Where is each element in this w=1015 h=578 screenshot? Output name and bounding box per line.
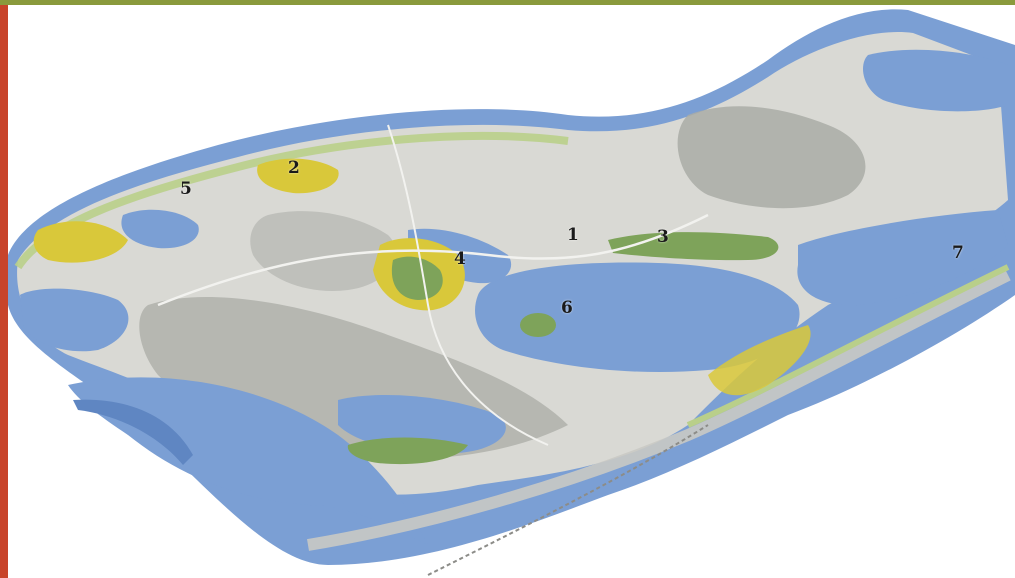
vegetation-zone-east-shore [708,325,811,396]
lake-west [20,288,129,352]
map-marker-7: 7 [952,243,964,263]
urban-area-center [250,211,396,291]
dike-south-green [686,264,1010,428]
map-marker-2: 2 [288,158,300,178]
aerial-illustrated-map: 1 2 3 4 5 6 7 [8,5,1015,578]
vegetation-zone-2 [257,158,339,194]
vegetation-zone-south-shore [347,437,468,465]
map-illustration [8,9,1015,576]
railway [427,424,709,576]
vegetation-zone-4-green [391,256,443,300]
lake-6-island [520,313,556,337]
left-accent-bar [0,5,8,578]
dike-south [307,269,1011,551]
map-marker-1: 1 [567,225,579,245]
lake-northeast [863,49,1008,112]
vegetation-zone-5 [33,221,128,263]
urban-area-east [677,106,866,209]
lake-7 [797,210,1008,306]
map-marker-4: 4 [454,249,466,269]
map-marker-5: 5 [180,179,192,199]
top-accent-bar [0,0,1015,5]
river-channel-west [73,399,193,465]
map-marker-3: 3 [657,227,669,247]
road-main [157,213,709,307]
map-marker-6: 6 [561,298,573,318]
lake-6 [475,262,800,373]
lake-north-5 [121,209,199,249]
road-secondary [387,124,549,446]
